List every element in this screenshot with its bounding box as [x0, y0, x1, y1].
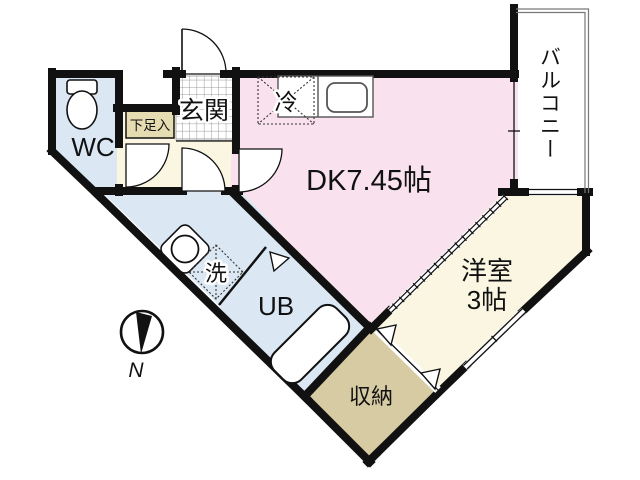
label-entrance: 玄関 — [179, 97, 229, 125]
compass: N — [119, 309, 165, 382]
room-western-floor — [372, 192, 590, 395]
washroom-door-swing — [181, 147, 226, 192]
label-western-room-line2: 3帖 — [467, 285, 507, 315]
wall-partition-stub — [365, 305, 395, 335]
sliding-partition-channel — [387, 194, 509, 314]
labels: WC 下足入 玄関 冷 DK7.45帖 バルコニー 洋室 3帖 洗 UB 収納 — [71, 46, 560, 409]
western-se-window-tick — [491, 335, 498, 342]
label-shoe-cabinet: 下足入 — [130, 118, 171, 133]
wall-wc-diagonal — [46, 145, 105, 202]
compass-ring — [119, 309, 165, 355]
label-unit-bath: UB — [258, 291, 294, 321]
label-balcony: バルコニー — [538, 46, 561, 161]
label-western-room-line1: 洋室 — [461, 256, 513, 286]
wall-ub-storage — [299, 321, 376, 402]
walls — [46, 4, 593, 468]
storage-door-triangle-1 — [375, 324, 397, 347]
washroom-ub-wall — [218, 246, 267, 306]
entrance-tile-grid — [176, 76, 234, 140]
wall-storage-sw — [299, 391, 376, 468]
bathtub — [269, 303, 351, 385]
doors — [125, 28, 283, 193]
fridge-diagonal-2 — [257, 76, 315, 125]
wall-western-se-lower — [431, 360, 472, 400]
room-ub-floor — [220, 230, 372, 396]
sliding-partition-rail2 — [390, 197, 508, 313]
wc-door-swing — [125, 143, 170, 188]
dk-door-swing — [238, 148, 283, 193]
sliding-partition-rail1 — [388, 195, 506, 311]
wall-dk-ub-diagonal — [226, 186, 377, 335]
shoe-cabinet-box — [125, 110, 175, 139]
windows — [462, 8, 590, 371]
label-washer: 洗 — [205, 261, 227, 286]
toilet-bowl — [66, 90, 98, 130]
storage-partition — [374, 324, 441, 393]
washer-symbol — [188, 244, 244, 300]
washroom-ub-divider — [218, 246, 291, 306]
dk-western-sliding-partition — [387, 194, 509, 314]
label-dining-kitchen: DK7.45帖 — [306, 164, 432, 197]
entrance-door-arc — [181, 28, 227, 74]
fixtures — [66, 75, 374, 385]
room-dk-floor — [230, 70, 518, 330]
label-wc: WC — [71, 132, 114, 162]
western-balcony-window — [529, 188, 577, 196]
compass-needle — [136, 312, 152, 354]
kitchen-sink — [326, 82, 368, 113]
washing-machine-drum — [170, 234, 200, 264]
balcony-floor — [518, 8, 590, 194]
fridge-space — [257, 76, 315, 125]
label-storage: 収納 — [349, 384, 393, 409]
balcony-railing-inner — [516, 11, 586, 193]
fridge-dashed-box — [257, 76, 315, 125]
balcony-railing-outer — [516, 8, 590, 193]
label-fridge: 冷 — [275, 89, 298, 115]
ub-door-triangle — [269, 250, 291, 273]
wall-western-se-upper — [517, 245, 593, 317]
wall-storage-se — [362, 387, 444, 468]
compass-north-label: N — [128, 359, 144, 382]
storage-door-triangle-2 — [419, 368, 441, 391]
